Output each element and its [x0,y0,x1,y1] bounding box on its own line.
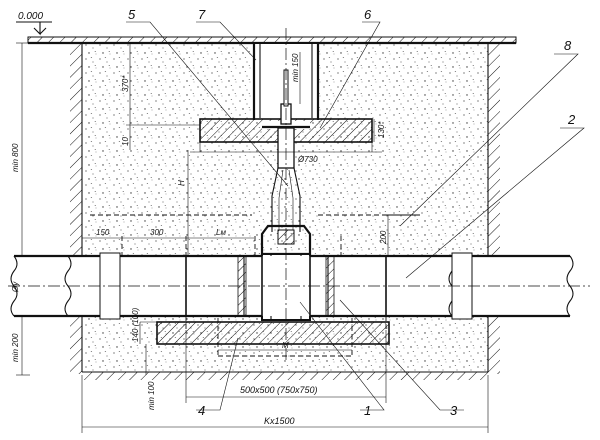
elevation-label: 0.000 [18,11,43,22]
callout-3: 3 [450,403,458,418]
callout-7: 7 [198,7,206,22]
dim-phi-730: Ø730 [297,155,318,164]
leader-lines [126,21,585,411]
dim-150: 150 [96,228,110,237]
dim-k1500: Kx1500 [264,416,295,426]
dim-slab-size: 500x500 (750x750) [240,385,318,395]
dim-min-100: min 100 [147,381,156,410]
dim-370: 370* [121,75,130,92]
callout-5: 5 [128,7,136,22]
ground-surface [27,36,517,45]
callout-4: 4 [198,403,205,418]
callout-2: 2 [567,112,576,127]
elevation-mark: 0.000 [16,11,52,36]
callouts: 5 7 6 8 2 1 3 4 [128,7,576,418]
dim-h: H [177,180,186,186]
dim-min-800: min 800 [11,143,20,172]
dim-min-150: min 150 [291,53,300,82]
dim-10: 10 [121,137,130,146]
dim-200: 200 [379,230,388,245]
center-lines [8,28,590,360]
dim-lm: Lм [216,228,226,237]
dashed-outlines [90,214,387,357]
callout-1: 1 [364,403,371,418]
dim-300: 300 [150,228,164,237]
dim-m: M [282,341,289,350]
callout-8: 8 [564,38,572,53]
dim-140-100: 140 (100) [131,307,140,342]
dim-dn: Øy [11,281,20,293]
pipeline [10,252,574,320]
dim-130: 130* [377,121,386,138]
base-slab [140,321,390,345]
callout-6: 6 [364,7,372,22]
dimension-lines [16,42,489,433]
dimension-labels: min 800 min 200 Øy 370* 10 min 150 130* … [11,53,388,426]
dim-min-200: min 200 [11,333,20,362]
